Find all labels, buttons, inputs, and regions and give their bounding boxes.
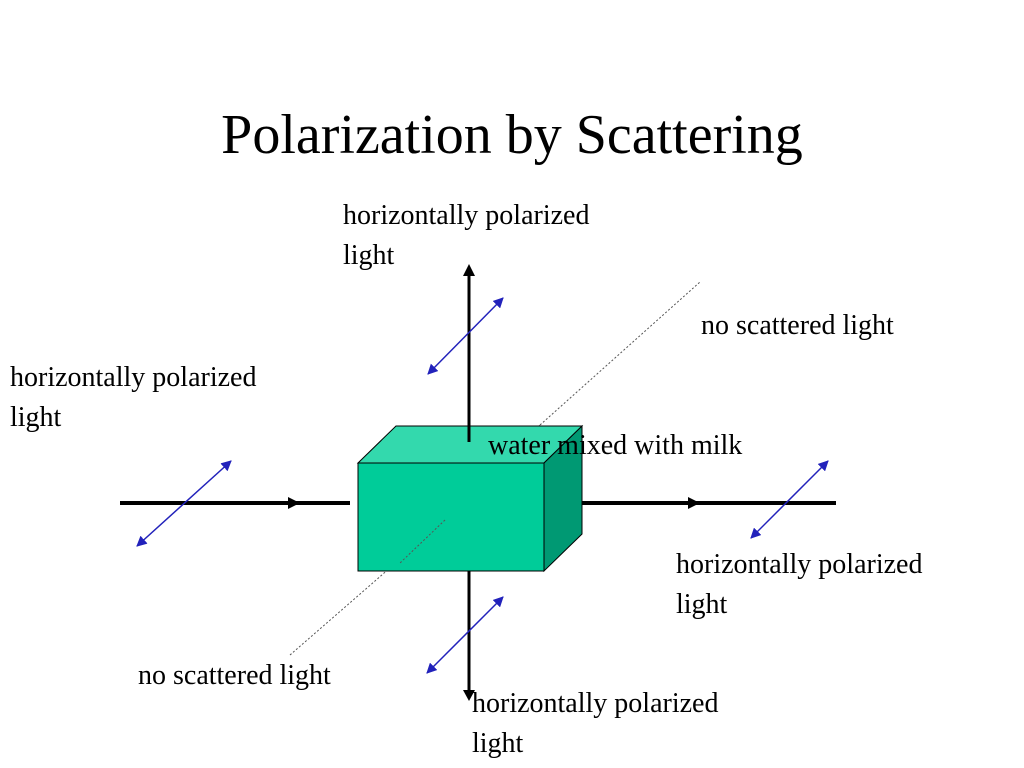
scattered-beam-down-arrowhead: [463, 690, 475, 701]
label-line: horizontally polarized: [472, 688, 719, 719]
transmitted-beam-arrowhead: [688, 497, 700, 509]
label-left-polarized: horizontally polarized light: [10, 358, 256, 438]
label-line: light: [472, 728, 524, 759]
polarization-arrow-bottom: [426, 596, 504, 674]
label-bottom-polarized: horizontally polarized light: [472, 684, 718, 764]
label-no-scatter-top: no scattered light: [701, 310, 894, 341]
incident-beam-arrowhead: [288, 497, 300, 509]
label-top-polarized: horizontally polarized light: [343, 196, 589, 276]
slide-title: Polarization by Scattering: [221, 104, 803, 166]
box-front-face: [357, 462, 545, 572]
polarization-arrow-left: [136, 460, 232, 547]
label-right-polarized: horizontally polarized light: [676, 545, 922, 625]
label-line: horizontally polarized: [343, 200, 590, 231]
label-no-scatter-bottom: no scattered light: [138, 660, 331, 691]
label-line: light: [343, 240, 395, 271]
polarization-arrow-top: [427, 297, 504, 375]
label-line: horizontally polarized: [676, 549, 923, 580]
label-line: light: [10, 402, 62, 433]
polarization-arrow-right: [750, 460, 829, 539]
scattered-beam-up-arrowhead: [463, 264, 475, 276]
label-line: horizontally polarized: [10, 362, 257, 393]
no-scatter-line-upper: [539, 281, 701, 426]
label-box: water mixed with milk: [488, 430, 743, 461]
label-line: light: [676, 589, 728, 620]
